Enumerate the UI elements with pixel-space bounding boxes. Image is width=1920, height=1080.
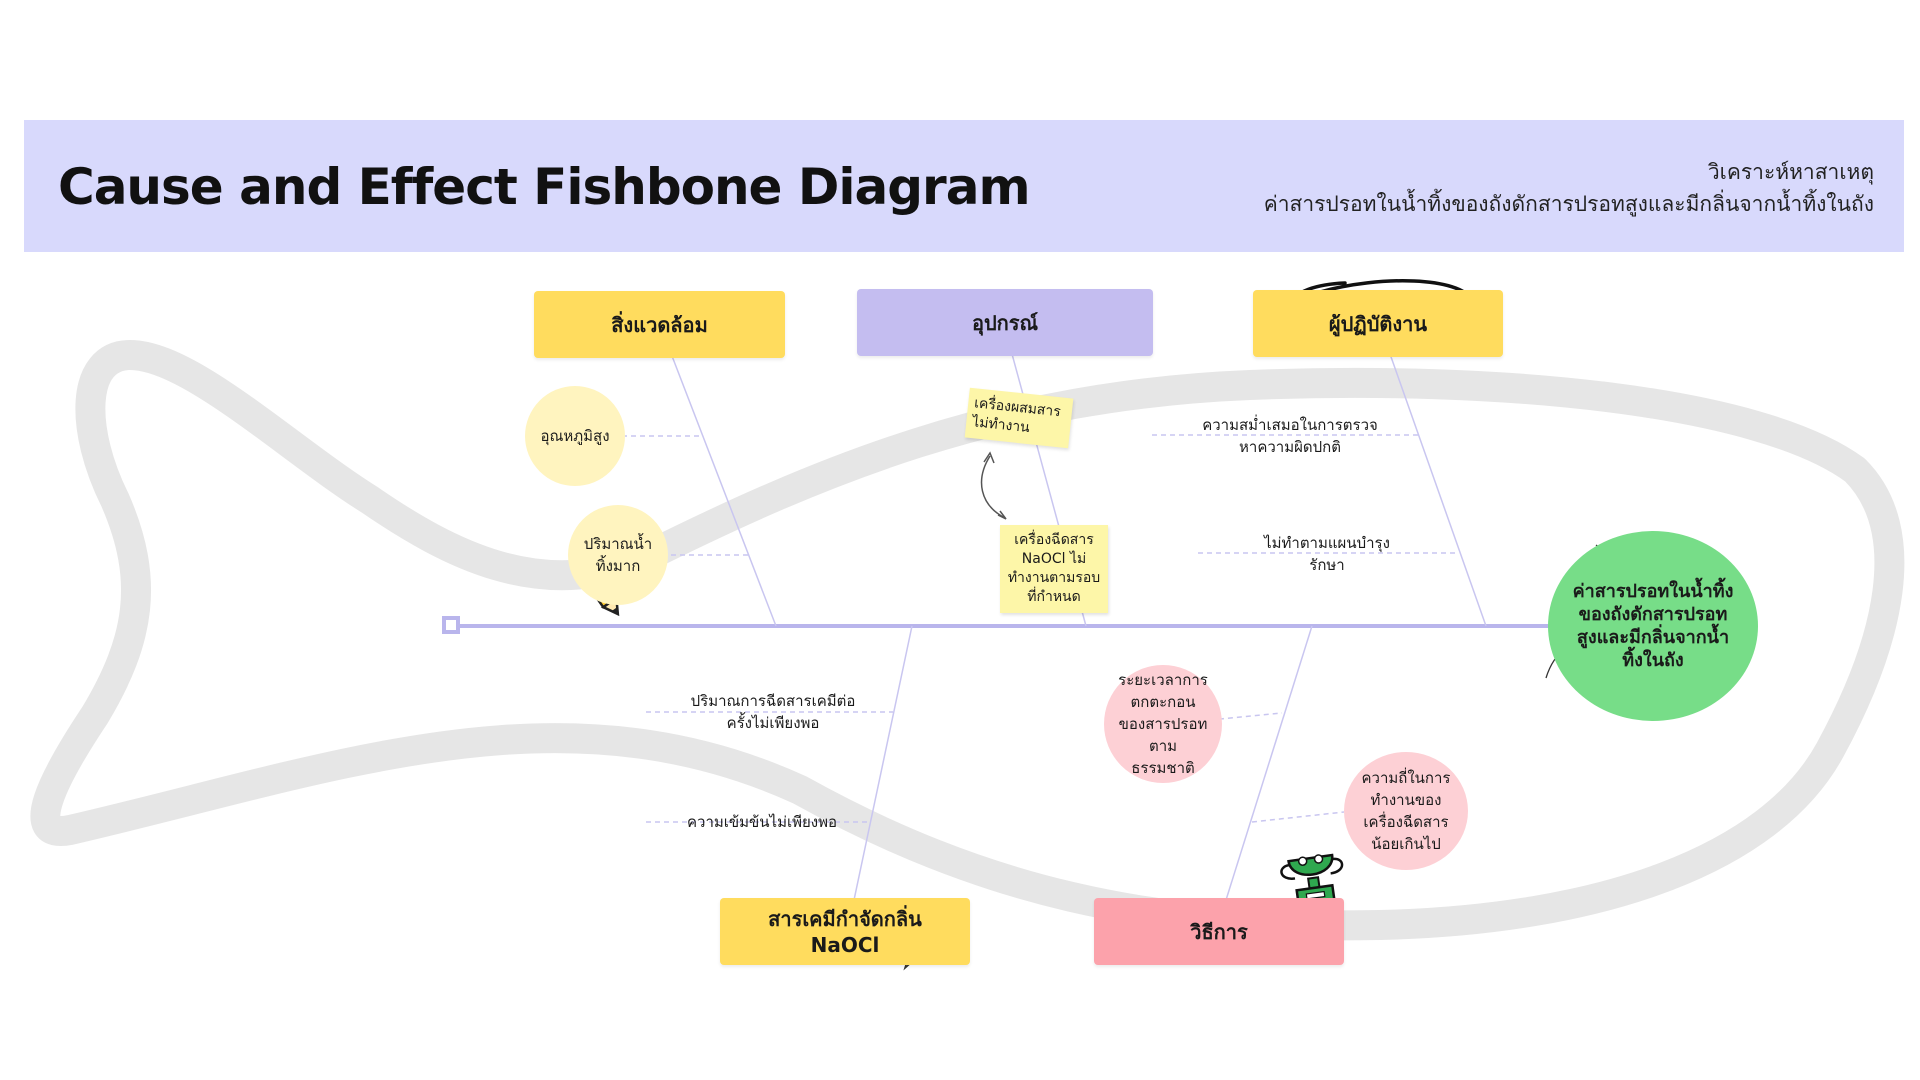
page-title: Cause and Effect Fishbone Diagram (58, 158, 1031, 216)
effect-text: ค่าสารปรอทในน้ำทิ้งของถังดักสารปรอทสูงแล… (1572, 581, 1734, 671)
bone-operator (1389, 353, 1487, 627)
category-method: วิธีการ (1094, 898, 1344, 965)
fish-outline-shape (30, 340, 1905, 941)
bone-environment (671, 355, 777, 627)
spine-tail-marker (442, 616, 460, 634)
cause-insufficient-injection-amount: ปริมาณการฉีดสารเคมีต่อครั้งไม่เพียงพอ (690, 692, 856, 732)
bone-chemical (853, 625, 913, 901)
subtitle-line-2: ค่าสารปรอทในน้ำทิ้งของถังดักสารปรอทสูงแล… (1263, 192, 1874, 216)
cause-maintenance-plan-not-followed: ไม่ทำตามแผนบำรุงรักษา (1264, 534, 1390, 574)
cause-inspection-consistency: ความสม่ำเสมอในการตรวจหาความผิดปกติ (1202, 416, 1378, 456)
header-banner: Cause and Effect Fishbone Diagram วิเครา… (24, 120, 1904, 252)
cause-high-temperature: อุณหภูมิสูง (525, 386, 625, 486)
category-operator: ผู้ปฏิบัติงาน (1253, 290, 1503, 357)
cause-low-injector-frequency: ความถี่ในการทำงานของเครื่องฉีดสารน้อยเกิ… (1344, 752, 1468, 870)
cause-high-wastewater-volume: ปริมาณน้ำทิ้งมาก (568, 505, 668, 605)
curved-arrow-icon (980, 455, 1006, 519)
effect-problem-statement: ค่าสารปรอทในน้ำทิ้งของถังดักสารปรอทสูงแล… (1548, 531, 1758, 721)
category-chemical: สารเคมีกำจัดกลิ่น NaOCl (720, 898, 970, 965)
cause-mixer-not-working: เครื่องผสมสารไม่ทำงาน (964, 387, 1074, 449)
cause-injector-not-working: เครื่องฉีดสาร NaOCl ไม่ทำงานตามรอบที่กำห… (1000, 525, 1108, 613)
subtitle-line-1: วิเคราะห์หาสาเหตุ (1707, 160, 1874, 184)
connector-method-2 (1251, 811, 1345, 823)
category-environment: สิ่งแวดล้อม (534, 291, 785, 358)
connector-method-1 (1209, 712, 1283, 721)
bone-method (1225, 625, 1313, 901)
cause-natural-sedimentation-time: ระยะเวลาการตกตะกอนของสารปรอทตามธรรมชาติ (1104, 665, 1222, 783)
category-equipment: อุปกรณ์ (857, 289, 1153, 356)
cause-insufficient-concentration: ความเข้มข้นไม่เพียงพอ (687, 813, 837, 831)
